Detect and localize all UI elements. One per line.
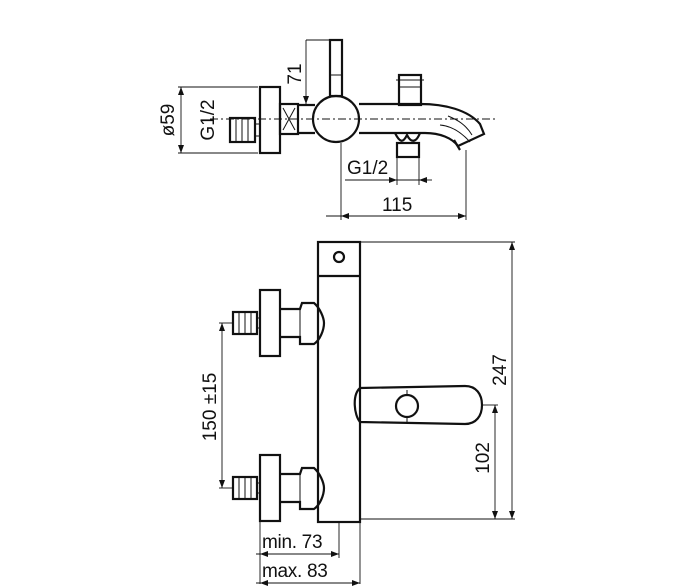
front-view-upper-flange bbox=[258, 288, 282, 358]
top-view-wall-flange bbox=[258, 85, 282, 155]
diameter-label: ø59 bbox=[158, 104, 179, 137]
height-label: 71 bbox=[285, 63, 306, 84]
total-height-label: 247 bbox=[490, 354, 511, 386]
front-view-spout bbox=[353, 384, 484, 426]
top-view-spout bbox=[359, 102, 486, 148]
min-width-label: min. 73 bbox=[262, 532, 322, 553]
length-label: 115 bbox=[382, 195, 412, 216]
front-view-diverter bbox=[394, 393, 420, 419]
top-view-diverter-knob bbox=[397, 73, 423, 107]
front-view-cap bbox=[332, 250, 346, 264]
inlet-spacing-label: 150 ±15 bbox=[200, 373, 221, 442]
top-view-outlet-nut bbox=[395, 141, 421, 159]
inlet-thread-label: G1/2 bbox=[198, 99, 219, 140]
top-view: ø59 G1/2 71 G1/2 115 bbox=[158, 38, 495, 220]
top-view-mixer-body bbox=[311, 94, 361, 144]
outlet-thread-label: G1/2 bbox=[347, 158, 388, 179]
front-view-lower-flange bbox=[258, 453, 282, 523]
spout-height-label: 102 bbox=[473, 442, 494, 474]
max-width-label: max. 83 bbox=[262, 561, 328, 582]
front-view-column bbox=[316, 240, 362, 524]
top-view-lever bbox=[328, 38, 344, 98]
front-view: 247 102 150 ±15 min. 73 max. 83 bbox=[200, 240, 515, 586]
